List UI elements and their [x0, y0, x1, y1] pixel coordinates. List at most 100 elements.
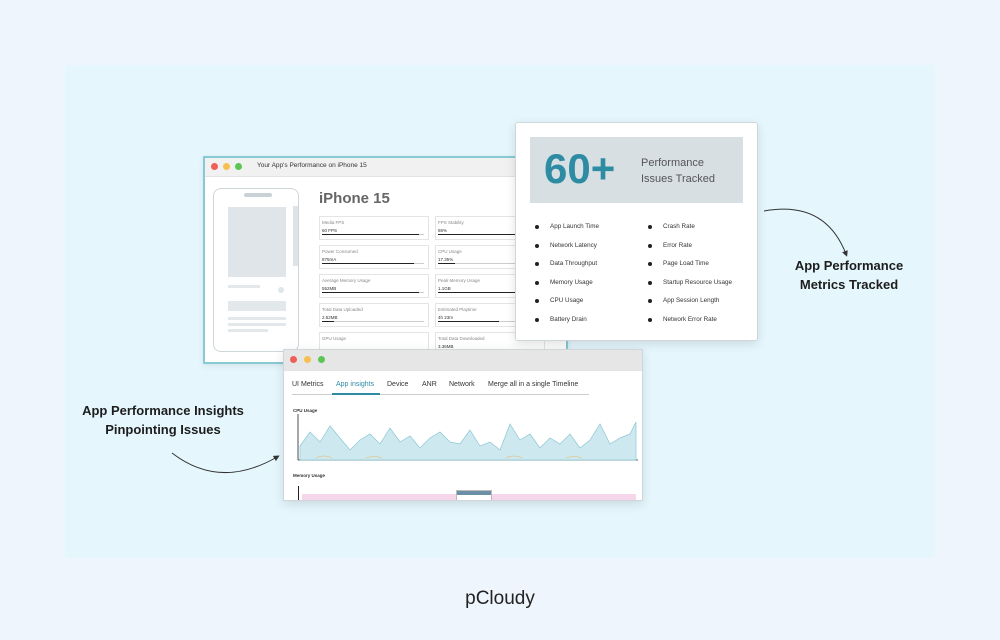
- placeholder-line: [228, 329, 268, 332]
- metric-value: 552MB: [322, 286, 337, 291]
- metric-bar-fill: [438, 291, 530, 293]
- bullet-icon: [535, 317, 539, 322]
- arrow-left: [171, 452, 280, 474]
- tab-merge-timeline[interactable]: Merge all in a single Timeline: [488, 381, 579, 388]
- metric-bar: [322, 233, 424, 235]
- window-titlebar: Your App's Performance on iPhone 15: [205, 158, 566, 177]
- tab-anr[interactable]: ANR: [422, 381, 437, 388]
- metric-label: GPU Usage: [322, 336, 347, 341]
- metric-label: FPS Stability: [438, 220, 464, 225]
- phone-screen: [228, 207, 286, 277]
- issue-label: Error Rate: [663, 241, 693, 249]
- scroll-strip: [293, 206, 298, 266]
- close-button[interactable]: [211, 163, 218, 170]
- metric-label: Average Memory Usage: [322, 278, 371, 283]
- phone-mockup: [213, 188, 299, 352]
- placeholder-line: [228, 285, 260, 288]
- minimize-button[interactable]: [223, 163, 230, 170]
- issue-list-item: Network Error Rate: [645, 316, 732, 335]
- stat-label-line2: Issues Tracked: [641, 173, 715, 185]
- metric-label: CPU Usage: [438, 249, 462, 254]
- issue-list-item: Memory Usage: [532, 279, 599, 298]
- app-insights-window: UI Metrics App insights Device ANR Netwo…: [283, 349, 643, 501]
- callout-insights: App Performance Insights Pinpointing Iss…: [70, 401, 256, 439]
- issue-list-item: CPU Usage: [532, 297, 599, 316]
- issue-label: CPU Usage: [550, 297, 584, 305]
- issue-label: Crash Rate: [663, 223, 695, 230]
- placeholder-bar: [228, 301, 286, 311]
- minimize-button[interactable]: [304, 356, 311, 363]
- metric-bar-fill: [438, 262, 456, 264]
- stat-label: Performance Issues Tracked: [641, 155, 731, 187]
- bullet-icon: [648, 299, 652, 304]
- metric-value: 2.52MB: [322, 315, 338, 320]
- callout-metrics-tracked: App Performance Metrics Tracked: [781, 256, 917, 294]
- tab-device[interactable]: Device: [387, 381, 409, 388]
- metric-value: 60 FPS: [322, 228, 338, 233]
- metric-bar-fill: [322, 291, 419, 293]
- memory-tooltip: [456, 490, 492, 500]
- device-name: iPhone 15: [319, 190, 390, 207]
- bullet-icon: [535, 262, 539, 267]
- tab-divider: [292, 394, 589, 395]
- issue-label: Battery Drain: [550, 315, 587, 323]
- metric-bar: [322, 320, 424, 322]
- issue-list-item: Network Latency: [532, 242, 599, 261]
- bullet-icon: [648, 225, 652, 229]
- arrow-right: [763, 208, 848, 257]
- metric-bar: [438, 233, 540, 235]
- callout-right-line1: App Performance: [794, 258, 904, 273]
- cpu-chart-title: CPU Usage: [293, 408, 318, 413]
- close-button[interactable]: [290, 356, 297, 363]
- metric-bar: [438, 320, 540, 322]
- metric-bar-fill: [438, 233, 520, 235]
- metric-label: Total Data Uploaded: [322, 307, 363, 312]
- issue-label: Startup Resource Usage: [663, 278, 732, 286]
- metric-card: Average Memory Usage 552MB: [319, 274, 429, 298]
- bullet-icon: [648, 317, 652, 322]
- metric-label: Peak Memory Usage: [438, 278, 481, 283]
- issue-label: Network Latency: [550, 241, 597, 249]
- tab-app-insights[interactable]: App insights: [336, 381, 375, 388]
- metric-value: 4h 23m: [438, 315, 454, 320]
- metric-bar-fill: [438, 320, 500, 322]
- bullet-icon: [648, 280, 652, 285]
- issue-list-item: App Session Length: [645, 297, 732, 316]
- memory-y-axis: [298, 486, 299, 500]
- cpu-usage-chart: [297, 414, 638, 461]
- memory-chart-title: Memory Usage: [293, 473, 326, 478]
- maximize-button[interactable]: [318, 356, 325, 363]
- issue-label: Memory Usage: [550, 278, 593, 286]
- placeholder-line: [228, 323, 286, 326]
- maximize-button[interactable]: [235, 163, 242, 170]
- bullet-icon: [535, 225, 539, 229]
- metric-value: 17.35%: [438, 257, 454, 262]
- tab-network[interactable]: Network: [449, 381, 475, 388]
- issue-label: Page Load Time: [663, 260, 709, 268]
- brand-name: pCloudy: [465, 588, 535, 609]
- issue-list-item: App Launch Time: [532, 223, 599, 242]
- issue-list-item: Error Rate: [645, 242, 732, 261]
- issue-label: App Launch Time: [550, 223, 600, 230]
- issue-label: Data Throughput: [550, 260, 598, 268]
- active-tab-indicator: [332, 393, 380, 395]
- bullet-icon: [535, 299, 539, 304]
- issue-list-item: Startup Resource Usage: [645, 279, 732, 298]
- tab-ui-metrics[interactable]: UI Metrics: [292, 381, 324, 388]
- stat-label-line1: Performance: [641, 157, 704, 169]
- metric-label: Total Data Downloaded: [438, 336, 485, 341]
- metric-bar-fill: [322, 262, 414, 264]
- metric-bar: [322, 262, 424, 264]
- metric-bar: [322, 291, 424, 293]
- metric-value: 3.36MB: [438, 344, 454, 349]
- issue-list-item: Crash Rate: [645, 223, 732, 242]
- bullet-icon: [535, 280, 539, 285]
- window-title: Your App's Performance on iPhone 15: [257, 162, 367, 169]
- issue-list-item: Data Throughput: [532, 260, 599, 279]
- issue-list-item: Page Load Time: [645, 260, 732, 279]
- secondary-series: [315, 455, 583, 459]
